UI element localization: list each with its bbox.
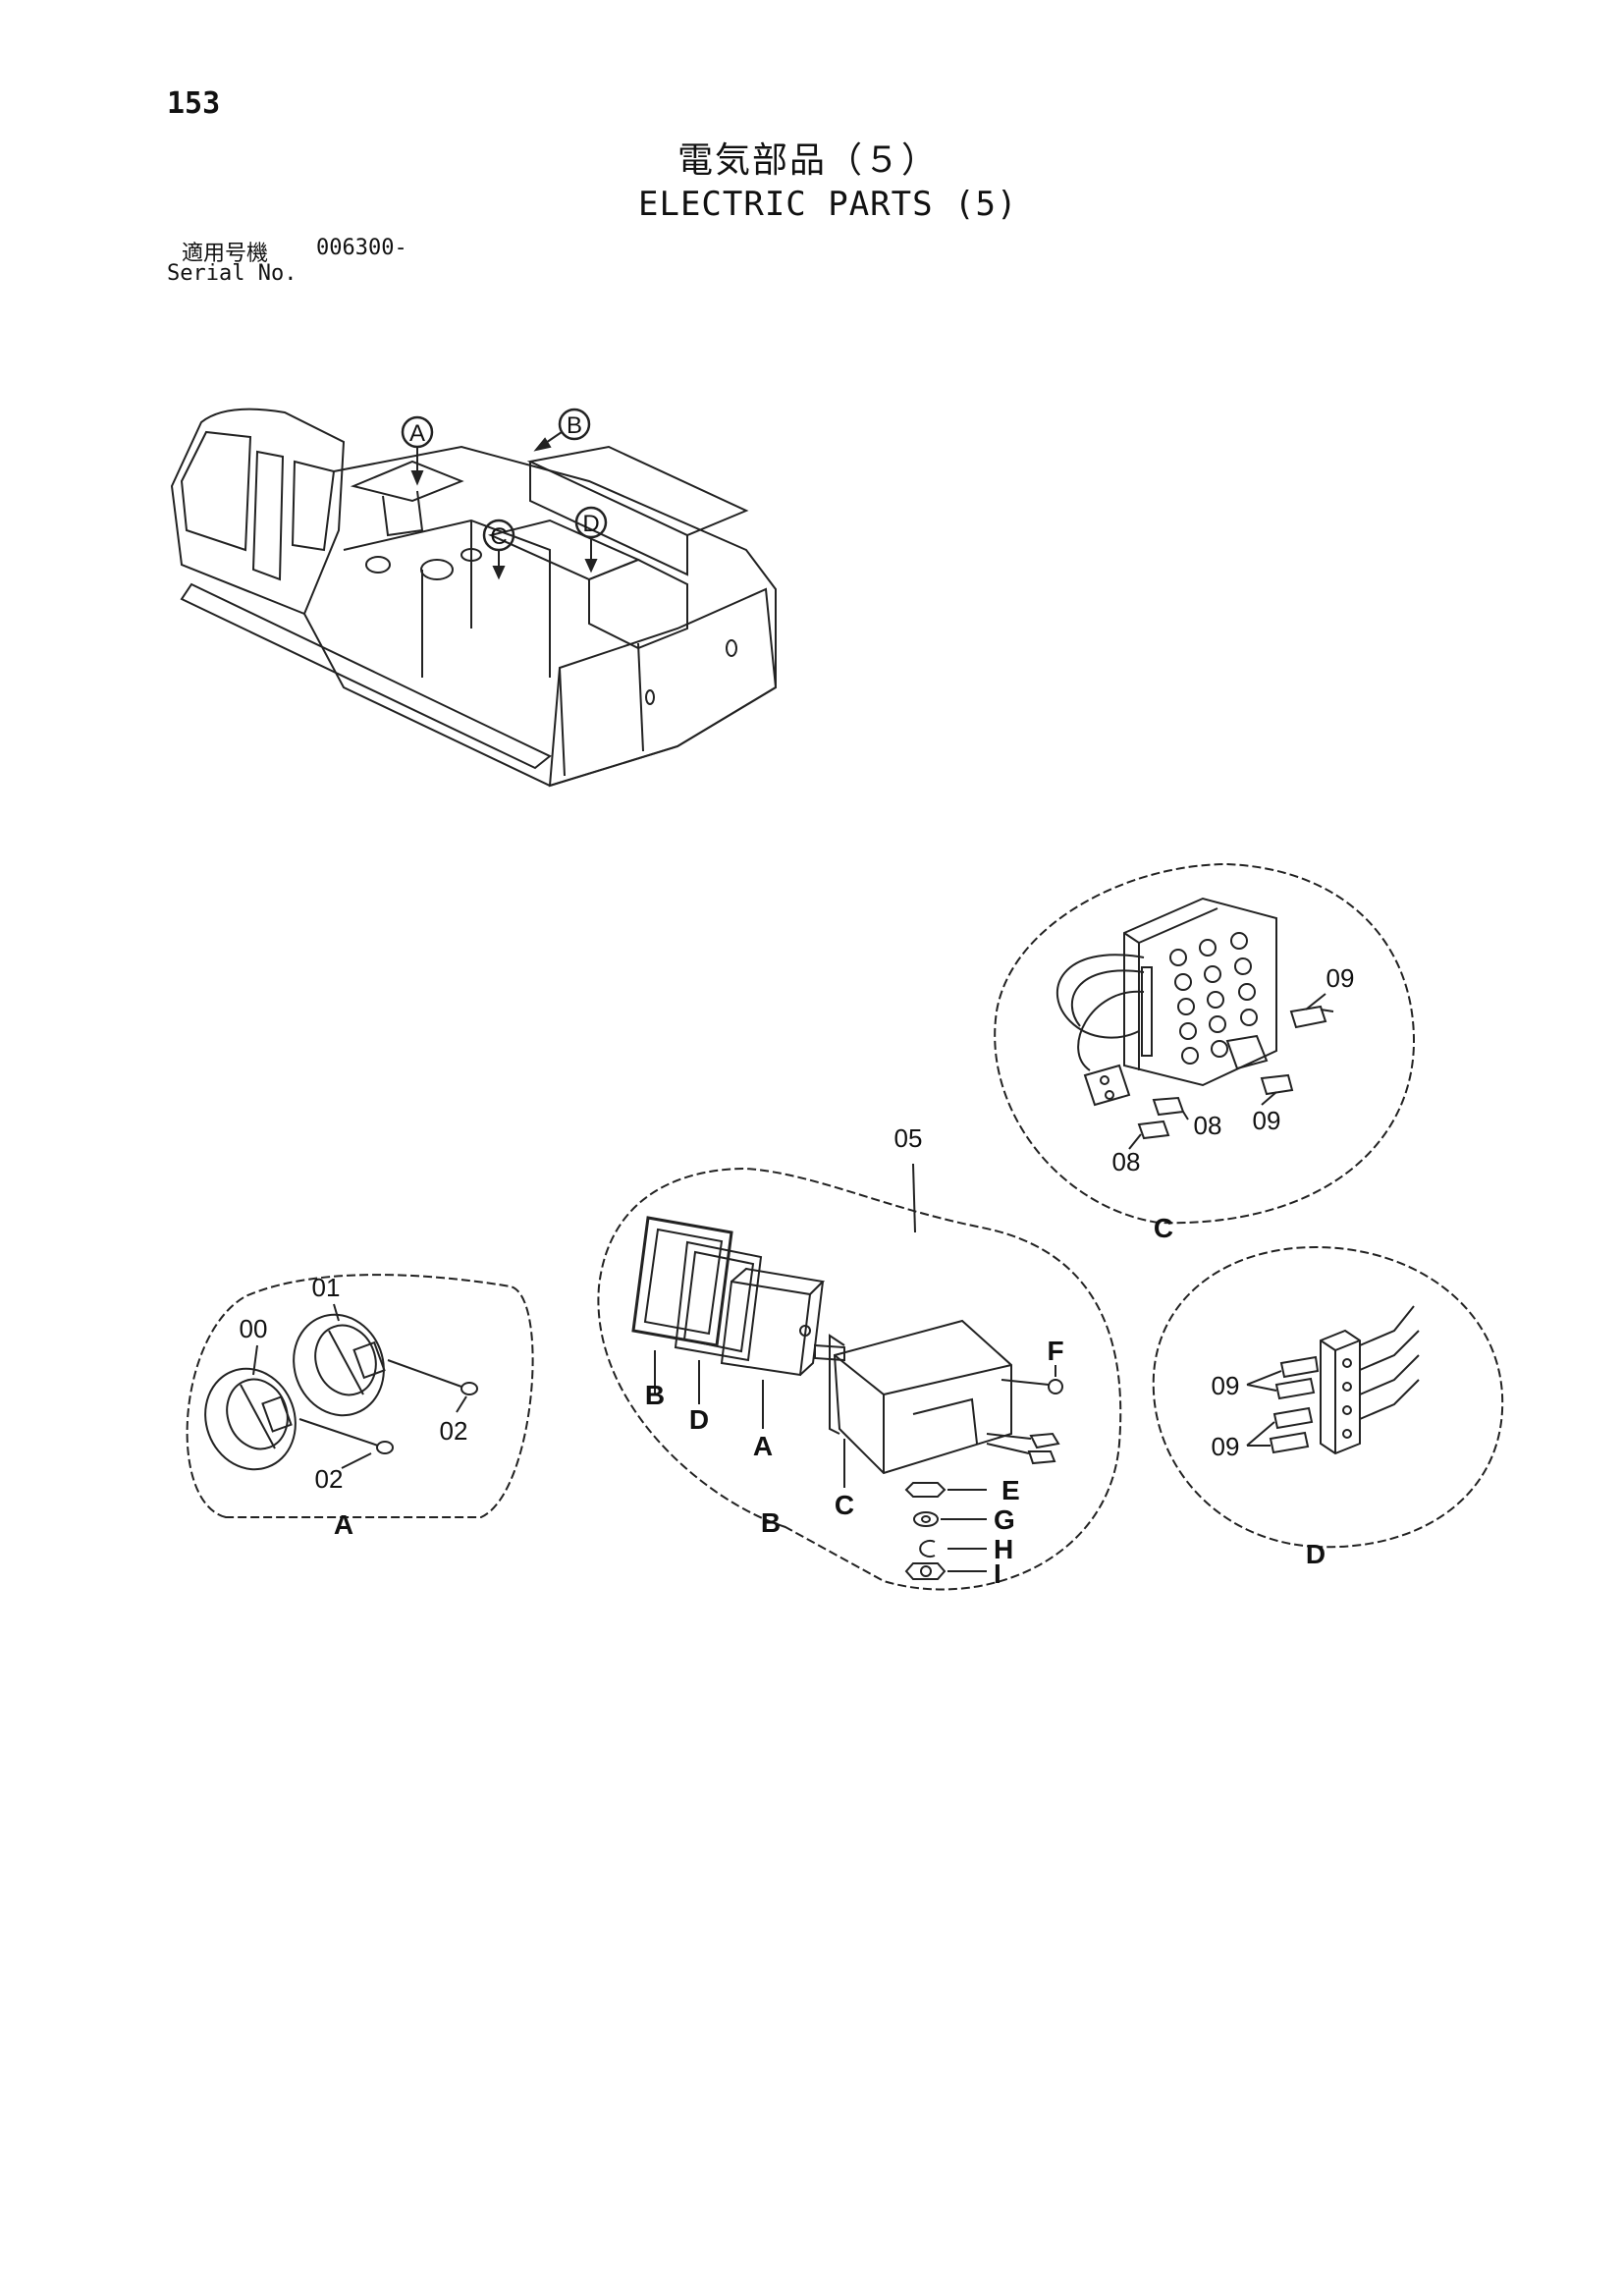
part-label-h: H (994, 1534, 1013, 1564)
detail-b-outline (597, 1167, 1122, 1591)
detail-d-label: D (1306, 1539, 1325, 1569)
part-label-i: I (994, 1558, 1001, 1589)
part-label-00: 00 (240, 1314, 268, 1343)
detail-c-outline (994, 862, 1416, 1225)
part-label-09-upper: 09 (1326, 963, 1355, 993)
part-label-g: G (994, 1504, 1015, 1535)
hardware-stack (904, 1482, 947, 1580)
page-number: 153 (167, 86, 221, 121)
machine-callout-d-label: D (582, 511, 599, 537)
detail-b: 05 B D A C F E G H I B (597, 1123, 1122, 1591)
gasket-d (674, 1240, 763, 1362)
machine-callout-b-label: B (567, 412, 582, 439)
page-title-english: ELECTRIC PARTS (5) (638, 185, 1018, 224)
machine-callout-d: D (574, 506, 608, 574)
machine-callout-c-label: C (490, 523, 507, 550)
part-label-08-right: 08 (1194, 1111, 1222, 1140)
detail-d: 09 09 D (1152, 1245, 1504, 1569)
bolt-02-upper (387, 1359, 462, 1388)
operator-cab (170, 408, 346, 616)
lamp-frame-a (720, 1267, 826, 1377)
detail-c-label: C (1154, 1213, 1173, 1243)
machine-callout-b: B (533, 408, 591, 452)
detail-d-outline (1152, 1245, 1504, 1549)
part-label-c: C (835, 1490, 854, 1520)
horn-01 (293, 1313, 386, 1417)
serial-number-value: 006300- (316, 236, 407, 260)
detail-c: 09 09 08 08 C (994, 862, 1416, 1243)
battery-box (588, 558, 688, 650)
serial-label-japanese: 適用号機 (182, 242, 269, 266)
detail-a-label: A (334, 1509, 353, 1540)
valve-block (1123, 897, 1277, 1087)
part-label-b: B (645, 1380, 665, 1410)
crawler-track (180, 582, 552, 770)
serial-label-english: Serial No. (167, 261, 298, 286)
part-label-f: F (1047, 1336, 1063, 1366)
part-label-01: 01 (312, 1273, 341, 1302)
machine-overview: A B C D (170, 408, 778, 788)
pressure-switch-09-lower (1260, 1073, 1294, 1096)
pressure-switch-09-upper (1289, 1005, 1334, 1029)
part-label-e: E (1001, 1475, 1020, 1505)
detail-a: 00 01 02 02 A (186, 1273, 534, 1540)
hose-loop (1055, 954, 1145, 1039)
part-label-a: A (753, 1431, 773, 1461)
valve-fittings (1169, 932, 1258, 1065)
part-label-09-d-lower: 09 (1212, 1432, 1240, 1461)
upper-structure (303, 445, 777, 788)
page-title-japanese: 電気部品（５） (677, 140, 940, 181)
detail-a-outline (186, 1274, 534, 1518)
machine-callout-c: C (482, 519, 515, 580)
machine-callout-a-label: A (409, 420, 425, 447)
pressure-switches-09 (1269, 1355, 1320, 1454)
part-label-08-left: 08 (1112, 1147, 1141, 1176)
machine-callout-a: A (401, 415, 434, 486)
pressure-switch-08-right (1152, 1096, 1185, 1117)
manifold-block (1320, 1329, 1361, 1455)
assembly-label-05: 05 (894, 1123, 923, 1153)
part-label-d: D (689, 1404, 709, 1435)
lamp-body-c (814, 1319, 1060, 1475)
engine-hood (526, 445, 749, 537)
horn-00 (204, 1367, 297, 1471)
part-label-02-left: 02 (315, 1464, 344, 1494)
small-manifold (1083, 1064, 1131, 1107)
detail-b-label: B (761, 1507, 781, 1538)
pressure-switch-08-left (1137, 1120, 1170, 1140)
part-label-09-lower: 09 (1253, 1106, 1281, 1135)
part-label-09-d-upper: 09 (1212, 1371, 1240, 1400)
bolt-f (1001, 1379, 1063, 1394)
part-label-02-right: 02 (440, 1416, 468, 1446)
bolt-02-lower (298, 1418, 379, 1447)
counterweight (548, 587, 778, 788)
